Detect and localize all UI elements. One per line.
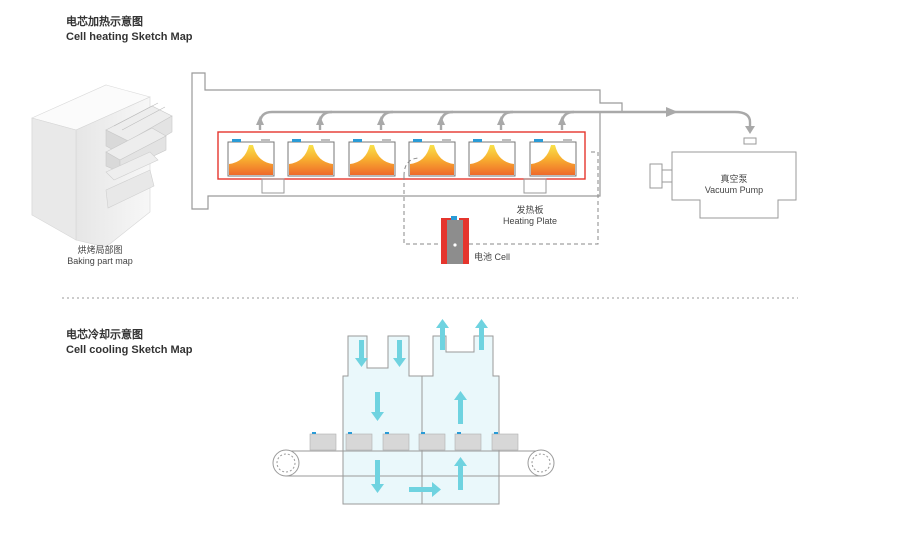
conveyor-cell-tab	[348, 432, 352, 434]
conveyor-cell-tab	[421, 432, 425, 434]
conveyor-cell	[382, 433, 410, 451]
heating-plate-label-cn: 发热板	[516, 205, 544, 215]
conveyor-cell	[491, 433, 519, 451]
conveyor-cell-tab	[494, 432, 498, 434]
conveyor-cell	[309, 433, 337, 451]
battery-cell-detail	[441, 216, 469, 264]
cooling-title-en: Cell cooling Sketch Map	[66, 344, 193, 356]
cell-label: 电池 Cell	[474, 252, 511, 262]
heated-cell	[468, 139, 516, 177]
vacuum-pump	[649, 137, 797, 219]
baking-caption: 烘烤局部图 Baking part map	[67, 243, 133, 266]
vacuum-pump-label-en: Vacuum Pump	[704, 185, 764, 195]
cooling-cells	[309, 432, 519, 451]
heated-cell	[408, 139, 456, 177]
conveyor-cell-tab	[457, 432, 461, 434]
heating-title: 电芯加热示意图 Cell heating Sketch Map	[66, 15, 193, 45]
conveyor-cell-tab	[385, 432, 389, 434]
heating-zone-frame	[217, 131, 586, 180]
heated-cell	[287, 139, 335, 177]
cooling-title-cn: 电芯冷却示意图	[66, 329, 143, 341]
heating-title-en: Cell heating Sketch Map	[66, 31, 193, 43]
manifold-arrowheads	[256, 107, 755, 134]
conveyor-cell	[418, 433, 446, 451]
vacuum-pump-label: 真空泵 Vacuum Pump	[705, 172, 763, 195]
heated-cell	[227, 139, 275, 177]
heated-cell	[529, 139, 577, 177]
baking-caption-cn: 烘烤局部图	[77, 245, 123, 255]
conveyor-cell	[454, 433, 482, 451]
cooling-chamber	[342, 335, 500, 505]
heating-title-cn: 电芯加热示意图	[66, 16, 143, 28]
cooling-title: 电芯冷却示意图 Cell cooling Sketch Map	[66, 328, 193, 358]
conveyor-belt	[272, 449, 555, 477]
baking-caption-en: Baking part map	[67, 256, 133, 266]
heating-plate-label-en: Heating Plate	[502, 216, 558, 226]
heated-cell	[348, 139, 396, 177]
vacuum-pump-label-cn: 真空泵	[720, 174, 748, 184]
cooling-airflow-arrows	[355, 319, 488, 497]
baking-cabinet-illustration	[31, 84, 173, 248]
vacuum-manifold	[258, 110, 752, 130]
heating-plate-callout	[403, 151, 599, 245]
conveyor-cell	[345, 433, 373, 451]
heating-plate-label: 发热板 Heating Plate	[503, 203, 557, 226]
heated-cells	[227, 139, 577, 177]
conveyor-cell-tab	[312, 432, 316, 434]
plate-supports	[261, 178, 547, 194]
